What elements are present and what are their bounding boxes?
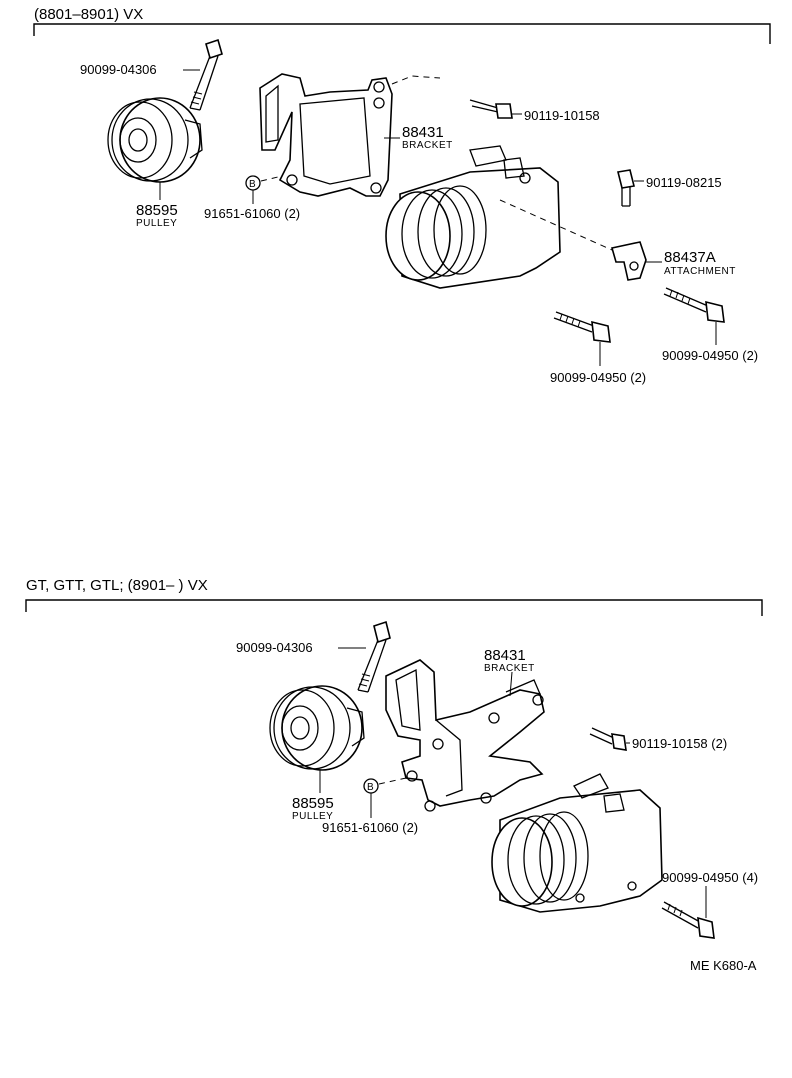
bolt-b-icon <box>617 169 635 207</box>
callout-nut: 91651-61060 (2) <box>204 206 300 221</box>
nut-mark-b-icon: B <box>245 175 283 204</box>
bolt-a-icon-2 <box>589 727 627 751</box>
compressor-icon <box>385 145 613 289</box>
section-1-bracket-line <box>33 23 771 44</box>
pulley-icon-2 <box>269 685 365 771</box>
figure-code: ME K680-A <box>690 958 757 973</box>
compressor-icon-2 <box>491 773 663 913</box>
callout-bolt-c: 90099-04950 (2) <box>662 348 758 363</box>
section-1-header: (8801–8901) VX <box>34 6 143 23</box>
callout-bolt-b: 90119-08215 <box>646 175 722 190</box>
bolt-c-icon <box>663 287 725 323</box>
callout-bolt-top: 90099-04306 <box>80 62 157 77</box>
callout-pulley-number: 88595 <box>136 202 178 219</box>
callout-bolt-a: 90119-10158 <box>524 108 600 123</box>
bolt-a-icon <box>469 99 513 119</box>
nut-mark-b-icon-2: B <box>363 777 407 818</box>
callout-bracket-name: BRACKET <box>402 140 453 151</box>
pulley-icon <box>107 97 203 183</box>
callout-bracket-name-2: BRACKET <box>484 663 535 674</box>
long-bolt-icon <box>189 38 223 111</box>
nut-mark-b-label-2: B <box>367 782 374 793</box>
callout-attachment-name: ATTACHMENT <box>664 266 736 277</box>
callout-pulley-name-2: PULLEY <box>292 811 333 822</box>
section-2-header: GT, GTT, GTL; (8901– ) VX <box>26 577 208 594</box>
section-2-bracket-line <box>25 599 763 616</box>
attachment-icon <box>610 241 647 281</box>
nut-mark-b-label: B <box>249 179 256 190</box>
callout-bolt-b-2: 90099-04950 (4) <box>662 870 758 885</box>
callout-bolt-d: 90099-04950 (2) <box>550 370 646 385</box>
callout-attachment-number: 88437A <box>664 249 716 266</box>
callout-bracket-number: 88431 <box>402 124 444 141</box>
callout-nut-2: 91651-61060 (2) <box>322 820 418 835</box>
callout-bracket-number-2: 88431 <box>484 647 526 664</box>
bracket-icon-2 <box>385 659 545 812</box>
bracket-icon <box>259 73 441 197</box>
section-1: (8801–8901) VX 90099-04306 88595 PULLEY <box>33 6 771 385</box>
long-bolt-icon-2 <box>357 620 391 693</box>
callout-pulley-name: PULLEY <box>136 218 177 229</box>
bolt-d-icon <box>553 311 611 343</box>
bolt-b-icon-2 <box>661 901 715 939</box>
callout-bolt-a-2: 90119-10158 (2) <box>632 736 727 751</box>
callout-bolt-top-2: 90099-04306 <box>236 640 313 655</box>
section-2: GT, GTT, GTL; (8901– ) VX 90099-04306 88… <box>25 577 763 939</box>
callout-pulley-number-2: 88595 <box>292 795 334 812</box>
